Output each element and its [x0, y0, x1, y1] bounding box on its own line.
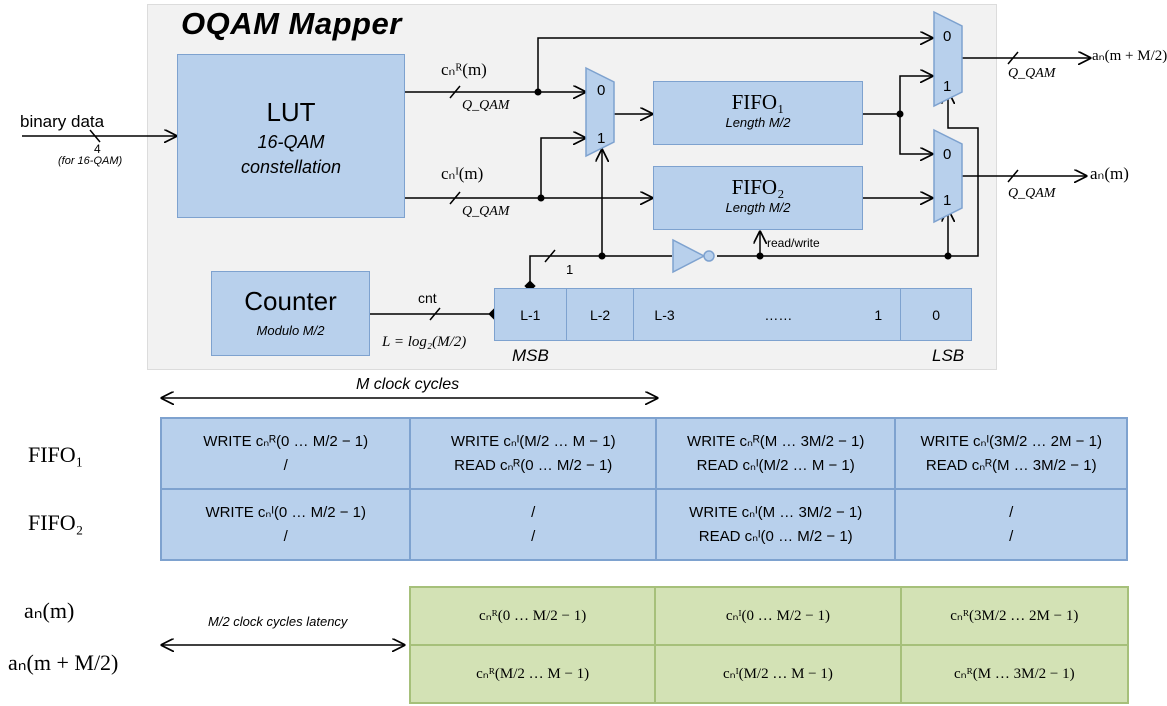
fifo1-length: Length M/2: [725, 115, 791, 130]
table-row: WRITE cₙᴿ(0 … M/2 − 1)/ WRITE cₙᴵ(M/2 … …: [159, 417, 1128, 490]
table-row: cₙᴿ(M/2 … M − 1) cₙᴵ(M/2 … M − 1) cₙᴿ(M …: [408, 644, 1130, 704]
reg-cell: L-3: [654, 307, 675, 323]
counter-register: L-1 L-2 L-3 …… 1 0: [494, 288, 972, 341]
out-bottom-row-label: aₙ(m): [24, 598, 75, 623]
fifo1-mux2-wire: [899, 76, 932, 114]
ci-mux-wire: [540, 138, 585, 198]
out-top-label: aₙ(m + M/2): [1092, 48, 1167, 64]
mux3-in1: 1: [943, 192, 952, 209]
lsb-label: LSB: [932, 346, 965, 365]
table-cell: WRITE cₙᴿ(0 … M/2 − 1)/: [159, 417, 412, 490]
ci-slash: [449, 191, 461, 205]
cnt-width: L = log₂(M/2): [382, 334, 467, 350]
msb-wire: [529, 255, 672, 288]
fifo1-title: FIFO₁: [731, 90, 785, 114]
fifo-schedule-table: WRITE cₙᴿ(0 … M/2 − 1)/ WRITE cₙᴵ(M/2 … …: [159, 417, 1128, 561]
reg-cell: 1: [874, 307, 883, 323]
mux3-in0: 0: [943, 146, 952, 163]
table-cell: //: [409, 488, 657, 561]
table-cell: WRITE cₙᴵ(3M/2 … 2M − 1)READ cₙᴿ(M … 3M/…: [894, 417, 1128, 490]
table-cell: cₙᴿ(3M/2 … 2M − 1): [899, 586, 1130, 646]
cr-label: cₙᴿ(m): [441, 60, 487, 79]
lut-line1: 16-QAM: [257, 132, 325, 152]
fifo2-length: Length M/2: [725, 200, 791, 215]
mux2-in1: 1: [943, 78, 952, 95]
reg-cell: ……: [764, 307, 793, 323]
table-cell: //: [894, 488, 1128, 561]
input-label: binary data: [20, 112, 105, 131]
table-cell: cₙᴿ(M … 3M/2 − 1): [899, 644, 1130, 704]
mux2-select-wire: [948, 92, 979, 257]
mux2-in0: 0: [943, 28, 952, 45]
out-bottom-label: aₙ(m): [1090, 164, 1129, 183]
out-top-width: Q_QAM: [1008, 66, 1056, 81]
cr-width: Q_QAM: [462, 98, 510, 113]
mux-2: [933, 10, 963, 108]
table-cell: cₙᴵ(M/2 … M − 1): [654, 644, 902, 704]
mux-1: [585, 66, 615, 158]
ci-width: Q_QAM: [462, 204, 510, 219]
input-width: 4: [94, 142, 101, 156]
cr-bypass-wire: [537, 38, 932, 92]
counter-modulo: Modulo M/2: [256, 323, 325, 338]
reg-cell: 0: [932, 307, 941, 323]
lut-title: LUT: [266, 97, 316, 127]
table-cell: cₙᴵ(0 … M/2 − 1): [654, 586, 902, 646]
msb-label: MSB: [512, 346, 549, 365]
out-top-row-label: aₙ(m + M/2): [8, 650, 119, 675]
counter-block: Counter Modulo M/2: [211, 271, 370, 356]
mux-3: [933, 128, 963, 224]
fifo2-row-label: FIFO₂: [28, 510, 84, 535]
input-note: (for 16-QAM): [58, 155, 123, 167]
table-cell: WRITE cₙᴵ(M … 3M/2 − 1)READ cₙᴵ(0 … M/2 …: [654, 488, 897, 561]
out-top-slash: [1007, 51, 1019, 65]
out-bottom-slash: [1007, 169, 1019, 183]
input-slash: [89, 129, 101, 143]
lut-block: LUT 16-QAM constellation: [177, 54, 405, 218]
out-bottom-width: Q_QAM: [1008, 186, 1056, 201]
rw-label: read/write: [767, 236, 820, 250]
table-row: cₙᴿ(0 … M/2 − 1) cₙᴵ(0 … M/2 − 1) cₙᴿ(3M…: [408, 586, 1130, 646]
reg-cell-range: L-3 …… 1: [634, 289, 902, 340]
reg-cell: L-2: [567, 289, 635, 340]
fifo2-block: FIFO₂ Length M/2: [653, 166, 863, 230]
ci-label: cₙᴵ(m): [441, 164, 484, 183]
fifo1-mux3-wire: [899, 114, 932, 154]
lut-line2: constellation: [240, 157, 342, 177]
table-cell: WRITE cₙᴵ(M/2 … M − 1)READ cₙᴿ(0 … M/2 −…: [409, 417, 657, 490]
cnt-slash: [429, 307, 441, 321]
cnt-label: cnt: [418, 290, 437, 306]
msb-slash: [544, 249, 556, 263]
fifo1-block: FIFO₁ Length M/2: [653, 81, 863, 145]
cr-slash: [449, 85, 461, 99]
reg-cell: L-1: [495, 289, 567, 340]
table-cell: cₙᴿ(0 … M/2 − 1): [408, 586, 657, 646]
diagram-title: OQAM Mapper: [181, 6, 402, 41]
output-schedule-table: cₙᴿ(0 … M/2 − 1) cₙᴵ(0 … M/2 − 1) cₙᴿ(3M…: [408, 586, 1130, 704]
mux1-in0: 0: [597, 82, 606, 99]
fifo1-row-label: FIFO₁: [28, 442, 84, 467]
clock-cycles-label: M clock cycles: [356, 376, 460, 393]
inverter: [672, 238, 706, 274]
table-cell: cₙᴿ(M/2 … M − 1): [408, 644, 657, 704]
mux1-in1: 1: [597, 130, 606, 147]
table-cell: WRITE cₙᴵ(0 … M/2 − 1)/: [159, 488, 412, 561]
table-cell: WRITE cₙᴿ(M … 3M/2 − 1)READ cₙᴵ(M/2 … M …: [654, 417, 897, 490]
counter-title: Counter: [244, 286, 337, 316]
latency-label: M/2 clock cycles latency: [208, 614, 348, 629]
msb-width: 1: [566, 262, 574, 277]
table-row: WRITE cₙᴵ(0 … M/2 − 1)/ // WRITE cₙᴵ(M ……: [159, 488, 1128, 561]
fifo2-title: FIFO₂: [731, 175, 785, 199]
